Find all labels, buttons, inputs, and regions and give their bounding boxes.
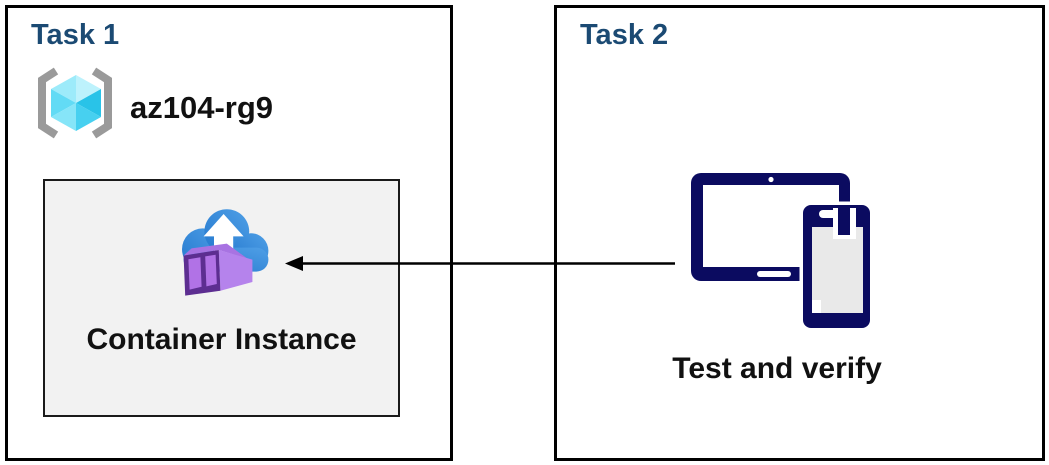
container-instance-box: Container Instance xyxy=(43,179,400,417)
container-shape xyxy=(183,243,252,296)
connector-arrow xyxy=(285,256,675,271)
container-instance-icon xyxy=(181,209,268,296)
resource-group-icon xyxy=(38,67,112,139)
tablet-and-phone-devices-icon xyxy=(691,173,874,332)
resource-group-name: az104-rg9 xyxy=(130,90,274,125)
task2-panel: Task 2 Test and veri xyxy=(554,5,1045,461)
task1-title: Task 1 xyxy=(31,19,120,51)
phone-icon xyxy=(799,201,874,332)
container-instance-label: Container Instance xyxy=(86,323,357,356)
test-and-verify-caption: Test and verify xyxy=(672,352,882,385)
task1-panel: Task 1 az104-rg9 xyxy=(5,5,453,461)
upload-arrow-icon xyxy=(203,214,244,267)
task2-title: Task 2 xyxy=(580,19,669,51)
